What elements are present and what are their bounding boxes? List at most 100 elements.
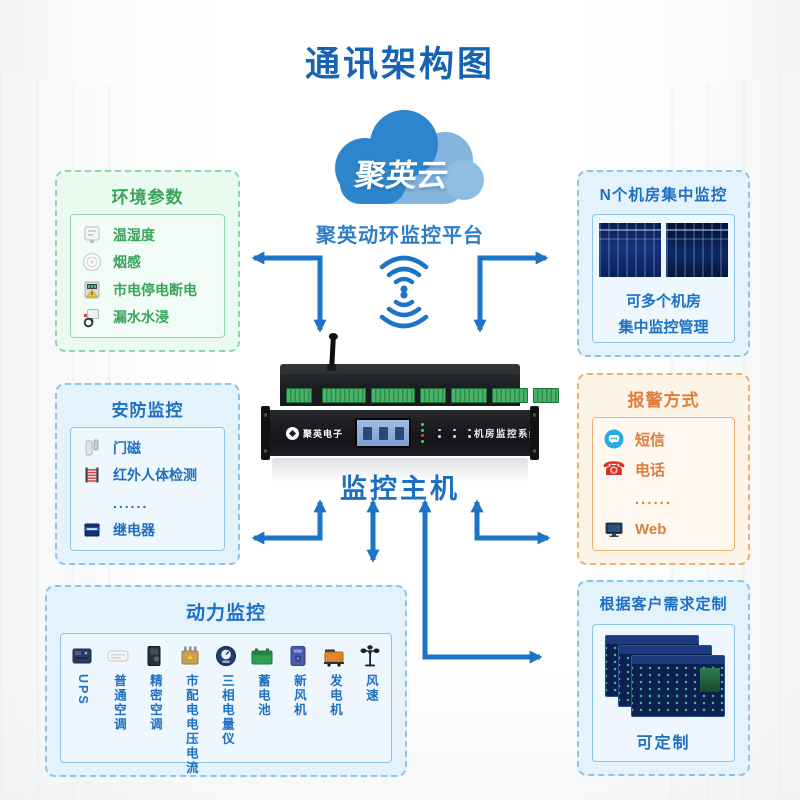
security-box-title: 安防监控 bbox=[111, 401, 184, 420]
item-label: ...... bbox=[635, 490, 673, 508]
anemometer-icon bbox=[357, 644, 383, 668]
phone-icon: ☎ bbox=[602, 458, 626, 480]
alarm-box-title: 报警方式 bbox=[627, 391, 700, 410]
device-front-panel: 聚英电子 机房监控系统 bbox=[261, 406, 539, 460]
precision-ac-icon bbox=[141, 644, 167, 668]
env-box-title: 环境参数 bbox=[111, 188, 184, 207]
env-parameters-box: 环境参数 温湿度 烟感 市 bbox=[55, 170, 240, 352]
battery-icon bbox=[249, 644, 275, 668]
alarm-box-inner: 短信 ☎ 电话 ...... Web bbox=[592, 417, 735, 551]
rooms-box-title: N个机房集中监控 bbox=[599, 187, 728, 204]
item-label: 风速 bbox=[363, 674, 378, 703]
smoke-detector-icon bbox=[81, 251, 103, 273]
item-label: 漏水水浸 bbox=[113, 309, 169, 326]
water-leak-sensor-icon bbox=[81, 306, 103, 328]
cloud-icon bbox=[335, 110, 484, 204]
custom-box-title: 根据客户需求定制 bbox=[599, 596, 728, 613]
security-box-inner: 门磁 红外人体检测 ...... 继电器 bbox=[70, 427, 225, 551]
list-item: 风速 bbox=[357, 644, 383, 703]
item-label: 发电机 bbox=[327, 674, 342, 718]
device-io-module bbox=[280, 337, 559, 406]
brand-logo-icon bbox=[286, 426, 299, 440]
temp-humidity-sensor-icon bbox=[81, 224, 103, 246]
security-monitoring-box: 安防监控 门磁 红外人体检测 ...... bbox=[55, 383, 240, 565]
server-room-photos bbox=[599, 223, 728, 277]
custom-caption: 可定制 bbox=[636, 735, 691, 752]
brand-logo-text: 聚英电子 bbox=[303, 428, 344, 439]
item-label: 新风机 bbox=[291, 674, 306, 718]
list-item: 市电停电断电 bbox=[81, 279, 214, 301]
list-item: 红外人体检测 bbox=[81, 464, 214, 486]
list-item: 新风机 bbox=[285, 644, 311, 718]
arrow-platform-to-rooms bbox=[473, 251, 549, 333]
item-label: 精密空调 bbox=[147, 674, 162, 732]
sms-icon bbox=[603, 428, 625, 450]
list-item: 门磁 bbox=[81, 437, 214, 459]
list-item: ☎ 电话 bbox=[602, 458, 724, 480]
arrow-host-to-alarm bbox=[470, 499, 551, 545]
item-label: 蓄电池 bbox=[255, 674, 270, 718]
device-system-name: 机房监控系统 bbox=[474, 429, 541, 440]
rooms-caption-line2: 集中监控管理 bbox=[618, 319, 709, 337]
device-lcd-screen bbox=[355, 418, 412, 448]
list-item: 短信 bbox=[603, 428, 724, 450]
relay-icon bbox=[81, 519, 103, 541]
server-room-photo bbox=[599, 223, 661, 277]
door-magnet-icon bbox=[81, 437, 103, 459]
item-label: 温湿度 bbox=[113, 226, 155, 243]
list-item: 普通空调 bbox=[105, 644, 131, 732]
item-label: 门磁 bbox=[113, 439, 141, 456]
power-box-title: 动力监控 bbox=[185, 603, 266, 624]
item-label: 继电器 bbox=[113, 522, 155, 539]
dashboard-screenshot bbox=[631, 655, 725, 717]
host-label: 监控主机 bbox=[340, 474, 460, 504]
list-item: 发电机 bbox=[321, 644, 347, 718]
list-item: 精密空调 bbox=[141, 644, 167, 732]
list-item: Web bbox=[603, 518, 724, 540]
list-item: 漏水水浸 bbox=[81, 306, 214, 328]
page-title: 通讯架构图 bbox=[304, 45, 495, 84]
item-label: 红外人体检测 bbox=[113, 467, 197, 484]
customization-box: 根据客户需求定制 可定制 bbox=[577, 580, 750, 776]
fresh-air-fan-icon bbox=[285, 644, 311, 668]
list-item: 温湿度 bbox=[81, 224, 214, 246]
arrow-host-to-security bbox=[251, 499, 327, 545]
list-item: 市配电电压电流 bbox=[177, 644, 203, 776]
mains-power-meter-icon bbox=[81, 279, 103, 301]
item-label: 短信 bbox=[635, 431, 666, 449]
list-item: UPS bbox=[69, 644, 95, 706]
device-brand-logo: 聚英电子 bbox=[286, 426, 344, 440]
rooms-monitoring-box: N个机房集中监控 可多个机房 集中监控管理 bbox=[577, 170, 750, 357]
custom-box-inner: 可定制 bbox=[592, 624, 735, 762]
power-box-inner: UPS 普通空调 精密空调 bbox=[60, 633, 392, 776]
list-item: 蓄电池 bbox=[249, 644, 275, 718]
item-label: 市电停电断电 bbox=[113, 281, 197, 298]
web-monitor-icon bbox=[603, 518, 625, 540]
item-label: 烟感 bbox=[113, 254, 141, 271]
rooms-caption-line1: 可多个机房 bbox=[625, 293, 701, 310]
server-room-photo bbox=[666, 223, 728, 277]
list-item: ...... bbox=[603, 488, 724, 510]
monitoring-host-device: 聚英电子 机房监控系统 bbox=[261, 337, 559, 466]
item-label: 三相电量仪 bbox=[219, 674, 234, 747]
arrow-platform-to-env bbox=[251, 251, 327, 333]
three-phase-meter-icon bbox=[213, 644, 239, 668]
item-label: 普通空调 bbox=[111, 674, 126, 732]
ups-icon bbox=[69, 644, 95, 668]
env-box-inner: 温湿度 烟感 市电停电断电 bbox=[70, 214, 225, 338]
terminal-blocks bbox=[286, 388, 559, 403]
rooms-box-inner: 可多个机房 集中监控管理 bbox=[592, 214, 735, 343]
list-item: ...... bbox=[81, 492, 214, 514]
device-port-dots bbox=[438, 428, 474, 438]
device-reflection bbox=[272, 458, 528, 482]
list-item: 三相电量仪 bbox=[213, 644, 239, 747]
generator-icon bbox=[321, 644, 347, 668]
antenna-icon bbox=[329, 337, 336, 369]
power-distribution-icon bbox=[177, 644, 203, 668]
arrow-host-to-custom bbox=[418, 499, 543, 664]
item-label: 电话 bbox=[635, 461, 666, 479]
item-label: UPS bbox=[75, 674, 90, 706]
item-label: ...... bbox=[113, 494, 149, 511]
